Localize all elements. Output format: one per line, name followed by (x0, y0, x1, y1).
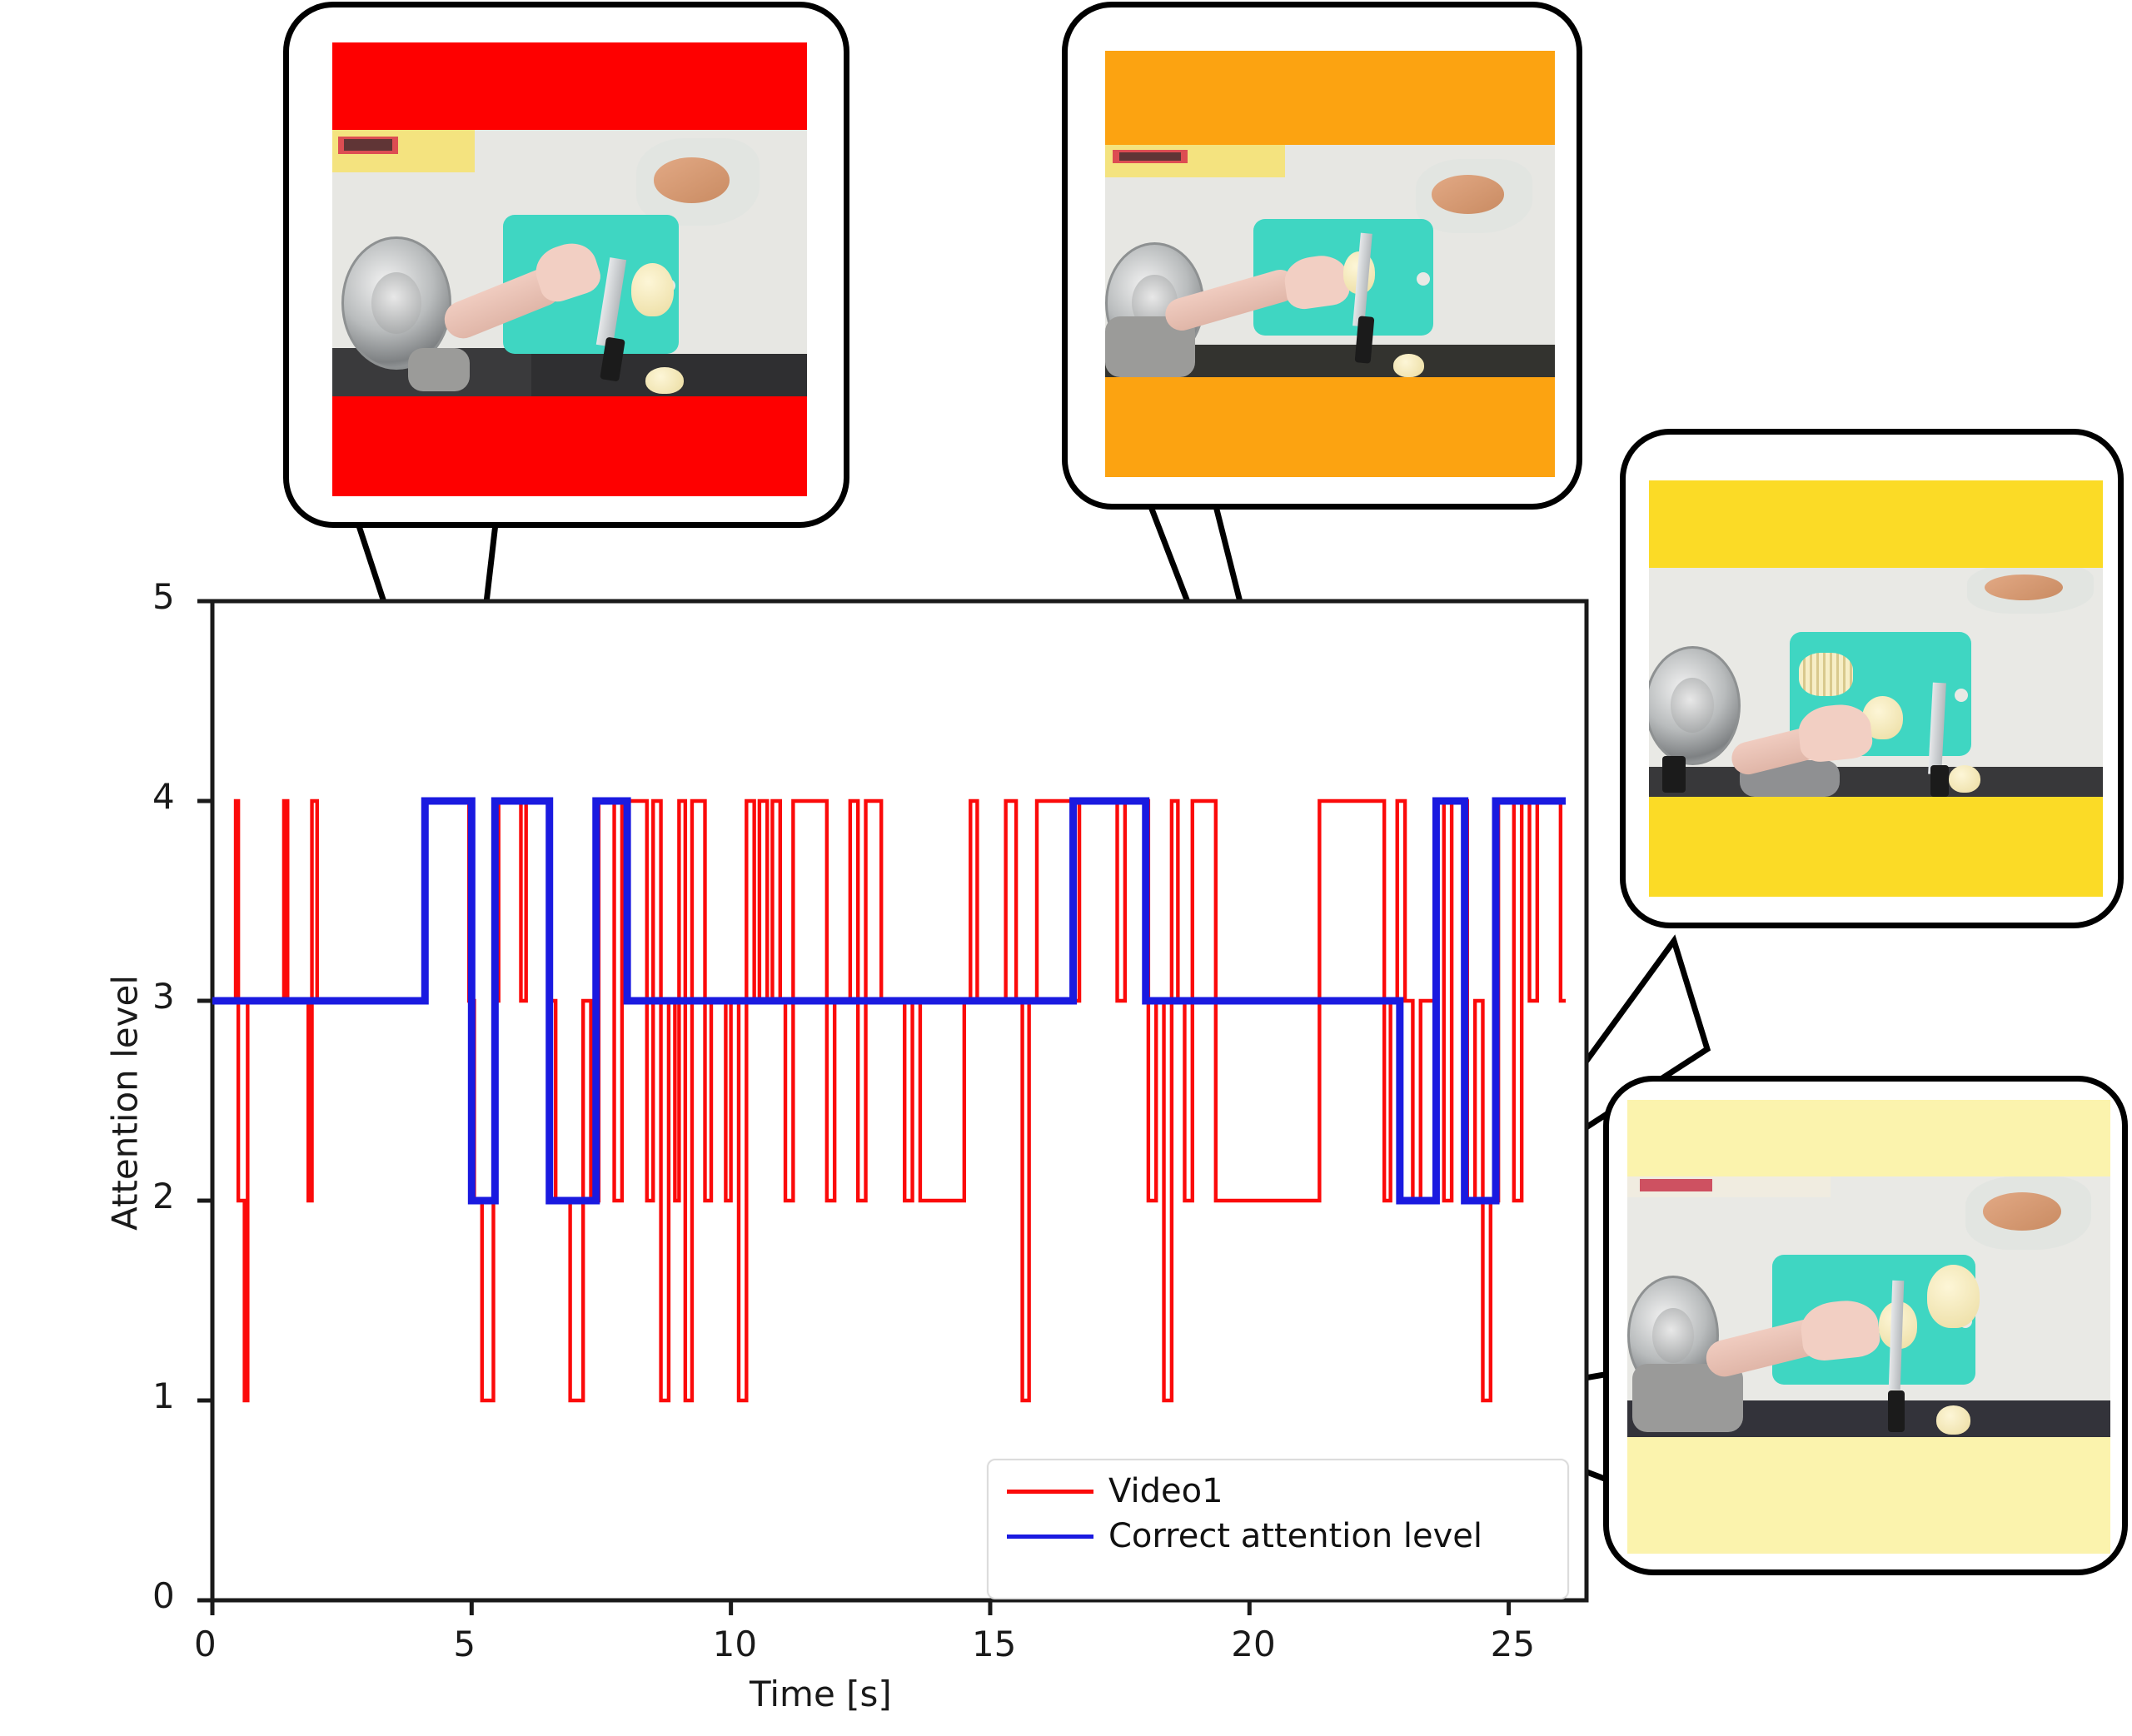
x-tick-label: 20 (1231, 1624, 1276, 1664)
x-tick-label: 0 (194, 1624, 217, 1664)
series-correct-attention-level (212, 797, 1567, 1205)
y-axis-label: Attention level (104, 974, 146, 1231)
y-tick-label: 0 (152, 1575, 175, 1616)
y-tick-label: 1 (152, 1375, 175, 1416)
red-attention-band-bottom (332, 396, 807, 496)
red-attention-band-top (332, 42, 807, 130)
legend-label-correct-attention-level: Correct attention level (1108, 1517, 1483, 1555)
x-axis-label: Time [s] (750, 1674, 892, 1714)
video-frame-orange (1105, 145, 1555, 377)
x-tick-label: 15 (971, 1624, 1017, 1664)
axis-ticks (197, 599, 1512, 1615)
video-frame-pale-yellow (1627, 1176, 2110, 1437)
legend-swatch-video1 (1007, 1489, 1093, 1494)
plot-legend: Video1 Correct attention level (987, 1459, 1569, 1599)
x-tick-label: 5 (453, 1624, 476, 1664)
x-tick-label: 10 (712, 1624, 758, 1664)
series-video1 (212, 798, 1567, 1403)
yellow-attention-band-bottom (1649, 797, 2103, 897)
callout-thumb-pale-yellow (1627, 1100, 2110, 1554)
callout-thumb-yellow (1649, 480, 2103, 897)
plot-frame (210, 599, 1589, 1603)
callout-bubble-yellow (1620, 429, 2124, 928)
y-tick-label: 4 (152, 776, 175, 817)
callout-thumb-red (332, 42, 807, 496)
callout-bubble-orange (1062, 2, 1582, 510)
correct-attention-level-trace (212, 797, 1567, 1205)
video-frame-yellow (1649, 568, 2103, 797)
legend-item-correct-attention-level: Correct attention level (989, 1514, 1567, 1559)
x-tick-label: 25 (1490, 1624, 1536, 1664)
legend-swatch-correct-attention-level (1007, 1534, 1093, 1539)
callout-bubble-pale-yellow (1603, 1076, 2128, 1575)
y-tick-label: 2 (152, 1176, 175, 1216)
legend-item-video1: Video1 (989, 1469, 1567, 1514)
orange-attention-band-top (1105, 51, 1555, 145)
y-tick-label: 3 (152, 976, 175, 1017)
orange-attention-band-bottom (1105, 377, 1555, 477)
video1-trace (212, 798, 1567, 1403)
callout-thumb-orange (1105, 51, 1555, 477)
y-tick-label: 5 (152, 576, 175, 617)
pale-yellow-attention-band-top (1627, 1100, 2110, 1176)
callout-bubble-red (283, 2, 849, 528)
legend-label-video1: Video1 (1108, 1472, 1223, 1510)
yellow-attention-band-top (1649, 480, 2103, 568)
video-frame-red (332, 130, 807, 396)
pale-yellow-attention-band-bottom (1627, 1437, 2110, 1554)
